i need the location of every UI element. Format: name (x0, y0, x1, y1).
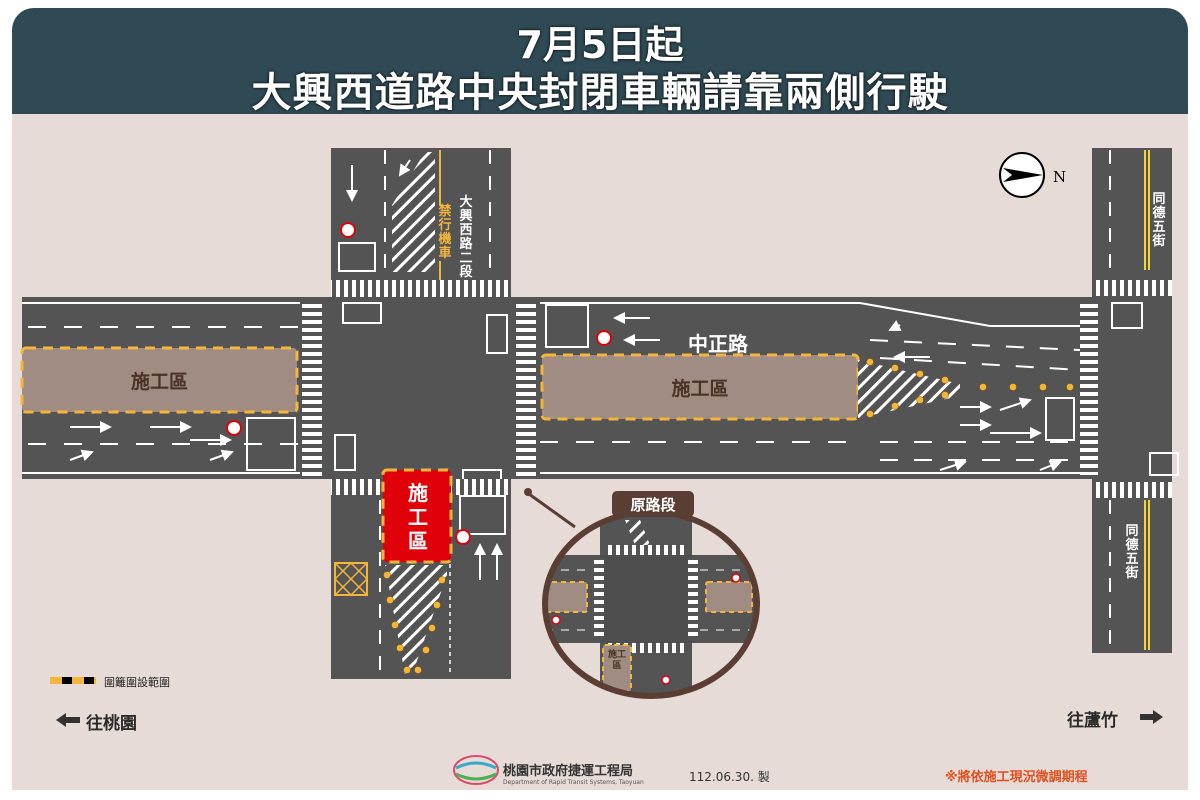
inset-work-zone-label: 施工區 (607, 650, 626, 671)
east-road-label-bottom: 同德五街 (1125, 524, 1139, 581)
east-road-label-top: 同德五街 (1152, 192, 1166, 249)
work-zone-center-label: 施工區 (671, 377, 729, 400)
header-main-title: 大興西道路中央封閉車輛請靠兩側行駛 (251, 70, 949, 116)
intersection (300, 297, 540, 479)
org-logo-icon (453, 755, 499, 785)
org-name-en: Department of Rapid Transit Systems, Tao… (503, 779, 644, 786)
legend-barrier-label: 圍籬圍設範圍 (104, 676, 170, 689)
production-date: 112.06.30. 製 (689, 770, 770, 784)
header-banner: 7月5日起 大興西道路中央封閉車輛請靠兩側行駛 (12, 8, 1188, 116)
work-zone-west-label: 施工區 (130, 370, 188, 393)
inset-title: 原路段 (612, 491, 694, 517)
work-zone-west-area (20, 346, 299, 414)
legend-barrier-swatch (50, 677, 96, 684)
north-road (331, 148, 511, 298)
header-date-title: 7月5日起 (516, 23, 684, 67)
direction-east: 往蘆竹 (1067, 711, 1118, 731)
east-road (1080, 148, 1179, 653)
barrier-dots-east (866, 358, 1074, 418)
crosswalk-east (516, 300, 536, 476)
work-zone-south-area (381, 468, 453, 564)
compass-north-label: N (1053, 168, 1067, 186)
arrow-west-icon (56, 713, 80, 727)
compass-icon (999, 152, 1045, 198)
org-name: 桃園市政府捷運工程局 (503, 764, 634, 779)
work-zone-south-label: 施工區 (408, 481, 428, 553)
north-road-no-motorcycle-note: 禁行機車 (437, 204, 453, 261)
main-road-label: 中正路 (688, 332, 748, 356)
north-road-label: 大興西路二段 (458, 195, 474, 280)
schedule-note: ※將依施工現況微調期程 (945, 770, 1088, 785)
crosswalk-west (302, 300, 322, 476)
inset-map (524, 488, 760, 699)
direction-west: 往桃園 (86, 714, 137, 734)
arrow-east-icon (1140, 710, 1163, 724)
